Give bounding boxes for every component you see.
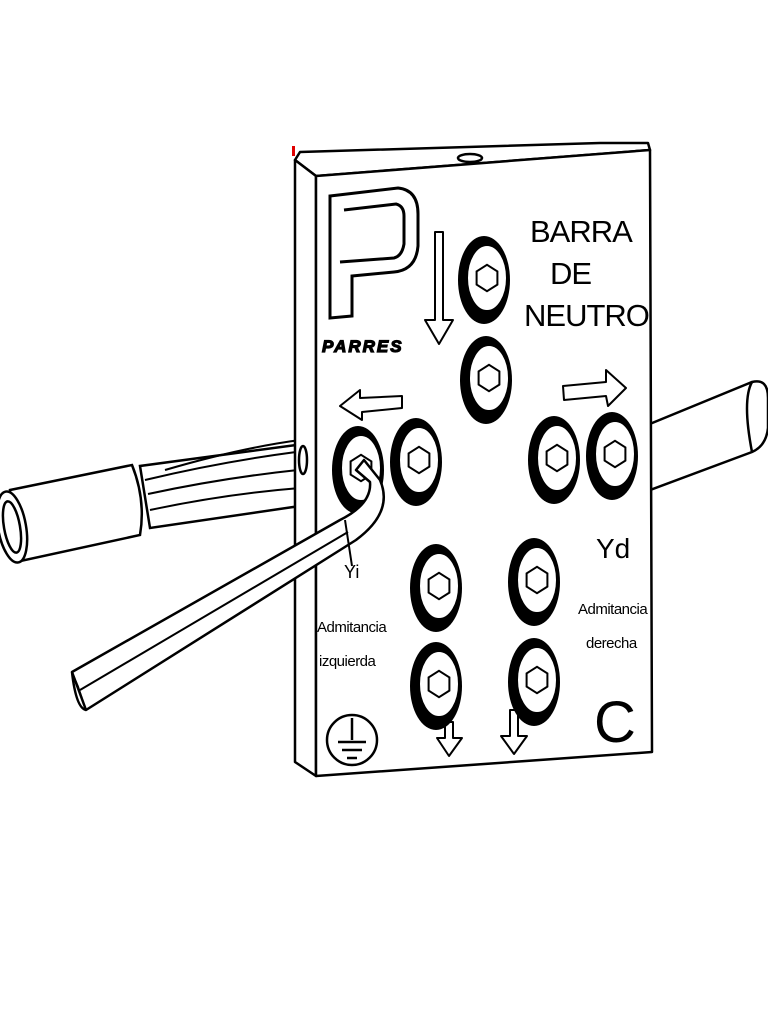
hex-screw-icon <box>508 638 560 726</box>
hex-screw-icon <box>410 544 462 632</box>
left-label-line-2: izquierda <box>319 653 377 670</box>
right-label-line-2: derecha <box>586 635 638 652</box>
title-line-1: BARRA <box>530 214 633 249</box>
left-label-line-1: Admitancia <box>317 619 387 636</box>
arrow-left-icon <box>339 389 403 421</box>
ground-symbol-icon <box>325 713 379 767</box>
arrow-down-icon <box>424 231 454 345</box>
right-cable <box>638 380 768 492</box>
red-corner-mark <box>292 146 295 156</box>
hex-screw-icon <box>458 236 510 324</box>
left-admittance-label: Yi Admitancia izquierda <box>317 562 388 670</box>
screw-group <box>332 236 638 730</box>
hex-screw-icon <box>586 412 638 500</box>
right-mark: Yd <box>596 533 630 564</box>
right-admittance-label: Yd Admitancia derecha <box>578 533 649 652</box>
arrow-down-icon <box>436 721 463 757</box>
title-line-2: DE <box>550 256 591 291</box>
neutral-bar-block <box>293 141 654 778</box>
left-cable <box>0 439 302 564</box>
hex-screw-icon <box>390 418 442 506</box>
block-title: BARRA DE NEUTRO <box>524 214 650 333</box>
hex-screw-icon <box>460 336 512 424</box>
left-mark: Yi <box>344 562 359 582</box>
hex-screw-icon <box>410 642 462 730</box>
hex-key-icon <box>70 458 385 712</box>
title-line-3: NEUTRO <box>524 298 649 333</box>
arrow-right-icon <box>562 369 627 407</box>
right-label-line-1: Admitancia <box>578 601 648 618</box>
parres-logo: P PARRES <box>321 186 420 357</box>
brand-name: PARRES <box>322 337 404 356</box>
hex-screw-icon <box>528 416 580 504</box>
corner-letter: C <box>594 690 636 755</box>
hex-screw-icon <box>508 538 560 626</box>
